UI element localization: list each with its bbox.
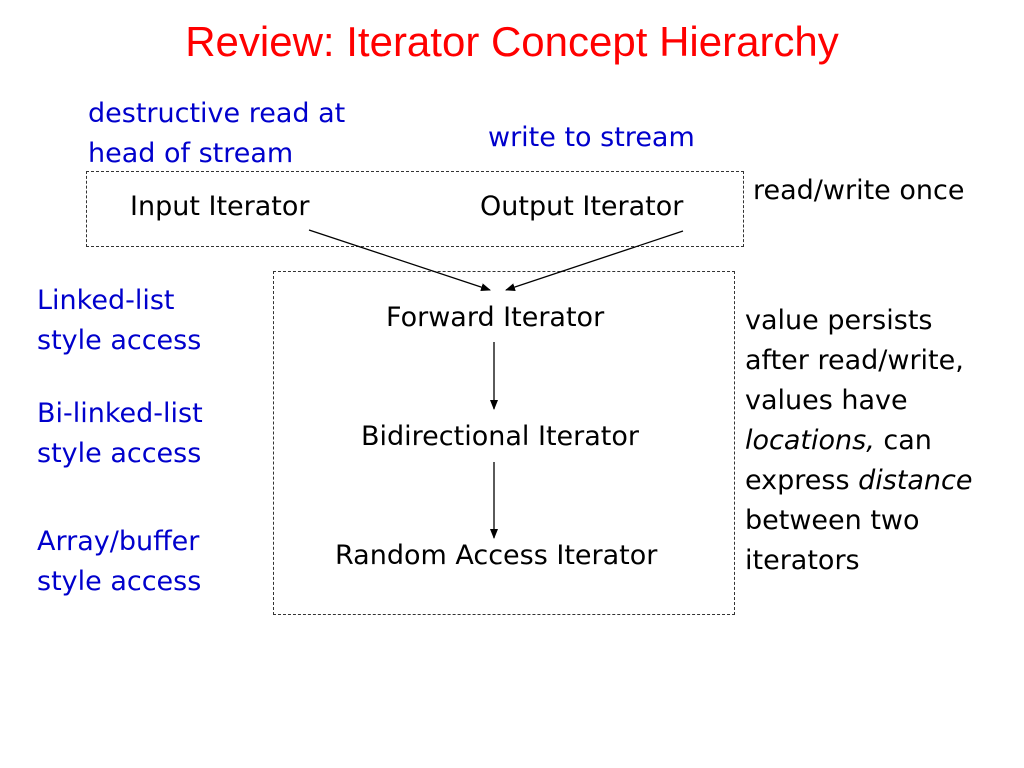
value-persists-line: locations, can <box>745 421 973 461</box>
locations-emphasis: locations, <box>745 425 875 456</box>
input-output-group-box <box>86 171 744 247</box>
destructive-read-note: destructive read at head of stream <box>88 98 346 169</box>
read-write-once-note: read/write once <box>753 175 965 206</box>
array-buffer-note: Array/buffer style access <box>37 526 202 597</box>
output-to-forward-arrow <box>505 230 684 291</box>
input-iterator-node: Input Iterator <box>130 191 310 222</box>
forward-iterator-node: Forward Iterator <box>386 302 605 333</box>
value-persists-line: between two <box>745 505 920 536</box>
value-persists-line: express distance <box>745 461 973 501</box>
value-persists-line: value persists <box>745 305 933 336</box>
input-to-forward-arrow <box>308 229 491 291</box>
forward-hierarchy-group-box <box>273 271 735 615</box>
value-persists-line: after read/write, <box>745 345 964 376</box>
output-iterator-node: Output Iterator <box>480 191 684 222</box>
value-persists-line: values have <box>745 385 908 416</box>
page-title: Review: Iterator Concept Hierarchy <box>185 18 839 65</box>
bi-linked-list-note: Bi-linked-list style access <box>37 398 203 469</box>
write-to-stream-note: write to stream <box>488 122 695 153</box>
distance-emphasis: distance <box>858 465 973 496</box>
value-persists-line: iterators <box>745 545 860 576</box>
value-persists-note: value persists after read/write, values … <box>745 301 973 581</box>
random-access-iterator-node: Random Access Iterator <box>335 540 658 571</box>
value-persists-text: can <box>874 425 932 456</box>
value-persists-text: express <box>745 465 859 496</box>
linked-list-note: Linked-list style access <box>37 285 202 356</box>
bidirectional-iterator-node: Bidirectional Iterator <box>361 421 639 452</box>
